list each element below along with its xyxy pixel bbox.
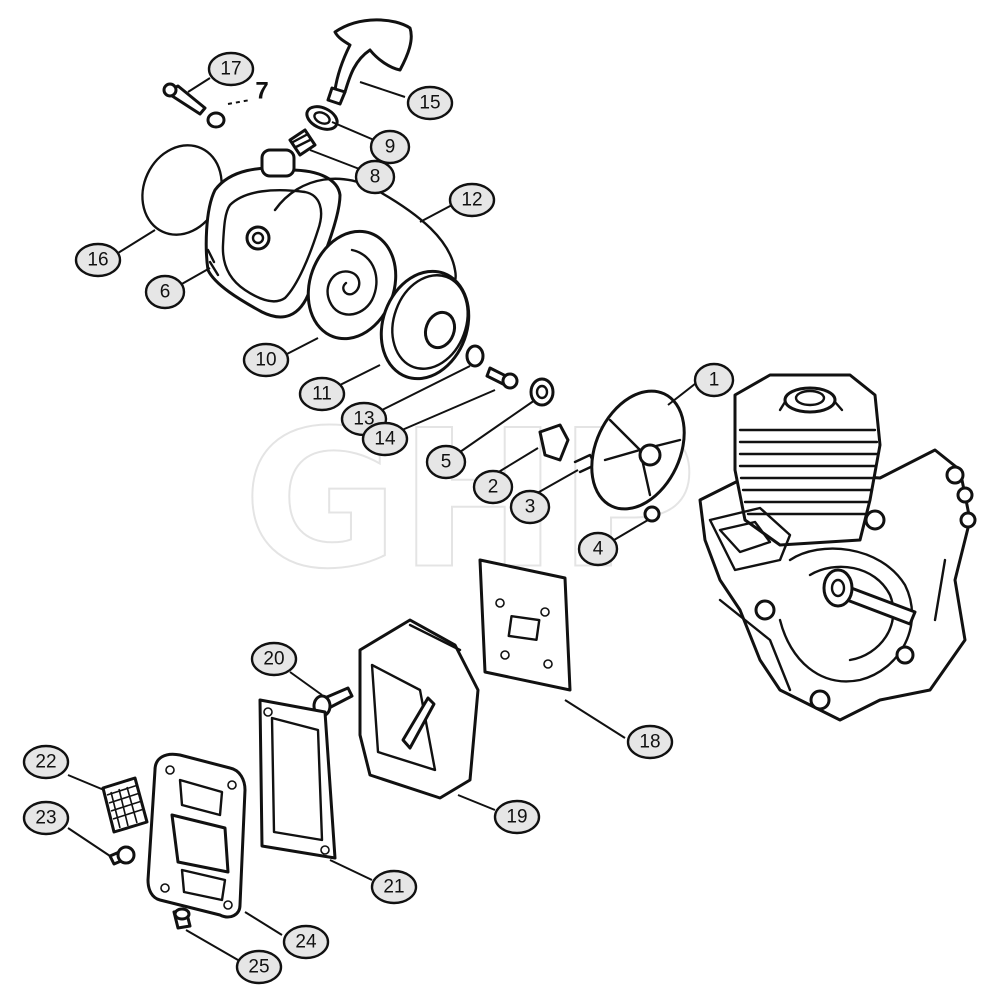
svg-text:17: 17 [220,59,241,80]
svg-text:21: 21 [383,877,404,898]
muffler-body-19 [358,618,480,800]
svg-text:22: 22 [35,752,56,773]
callout-24: 24 [282,924,330,960]
svg-text:8: 8 [370,167,381,188]
callout-16: 16 [74,242,122,278]
screw-17 [162,82,207,116]
callout-25: 25 [235,949,283,985]
callout-17: 17 [207,51,255,87]
svg-text:18: 18 [639,732,660,753]
svg-text:20: 20 [263,649,284,670]
callout-23: 23 [22,800,70,836]
callout-8: 8 [354,159,396,195]
svg-text:3: 3 [525,497,536,518]
svg-text:11: 11 [312,384,332,405]
callout-12: 12 [448,182,496,218]
fan-wheel-1 [590,389,686,511]
callout-15: 15 [406,85,454,121]
screw-25 [172,907,192,930]
callout-11: 11 [298,376,346,412]
svg-text:6: 6 [160,282,171,303]
washer-4 [643,505,661,523]
svg-text:5: 5 [441,452,452,473]
engine-block [698,373,977,722]
svg-text:2: 2 [488,477,499,498]
callout-22: 22 [22,744,70,780]
svg-text:13: 13 [353,409,374,430]
svg-text:19: 19 [506,807,527,828]
callout-5: 5 [425,444,467,480]
callout-14: 14 [361,421,409,457]
svg-text:9: 9 [385,137,396,158]
callout-10: 10 [242,342,290,378]
screw-23 [108,845,136,866]
svg-text:4: 4 [593,539,604,560]
callout-2: 2 [472,469,514,505]
nut-17 [206,111,226,129]
callout-3: 3 [509,489,551,525]
starter-grip-15 [326,18,413,106]
callout-6: 6 [144,274,186,310]
svg-text:24: 24 [295,932,317,953]
svg-text:16: 16 [87,250,108,271]
svg-text:12: 12 [461,190,482,211]
callout-20: 20 [250,641,298,677]
rope-guide-9 [305,105,339,131]
screw-14 [485,366,519,390]
gasket-21 [258,698,337,860]
callout-21: 21 [370,869,418,905]
callout-4: 4 [577,531,619,567]
screen-22 [101,776,149,834]
spring-8 [288,128,317,157]
svg-text:14: 14 [374,429,396,450]
svg-text:1: 1 [709,370,720,391]
svg-text:15: 15 [419,93,440,114]
leader-lines [67,77,701,961]
rope-rotor-11 [379,269,471,381]
nut-5 [529,377,555,407]
svg-text:25: 25 [248,957,269,978]
gasket-18 [478,558,572,692]
pawl-2 [538,423,570,462]
callout-1: 1 [693,362,735,398]
callout-9: 9 [369,129,411,165]
svg-text:23: 23 [35,808,56,829]
callout-19: 19 [493,799,541,835]
washer-13 [465,344,485,368]
cover-plate-24 [146,752,247,919]
callout-18: 18 [626,724,674,760]
svg-text:10: 10 [255,350,276,371]
reference-note-7: 7 [255,78,268,105]
